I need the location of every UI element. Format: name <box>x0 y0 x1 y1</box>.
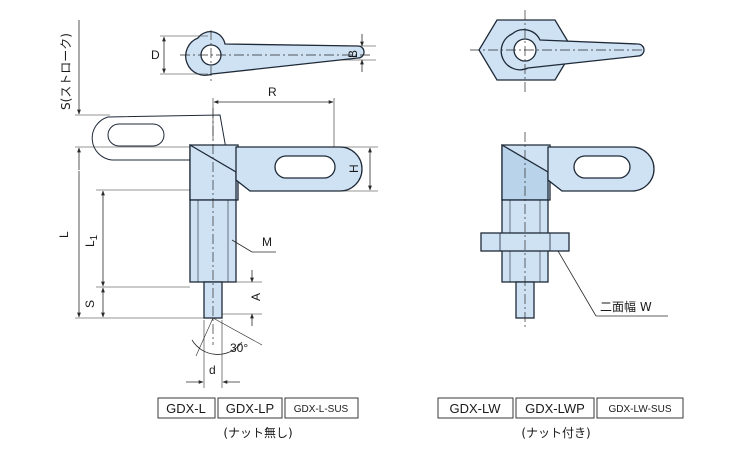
dim-B-label: B <box>346 50 360 58</box>
left-top-view: D B <box>151 30 376 82</box>
code-box-gdx-l-sus <box>284 397 359 419</box>
dim-H-label: H <box>347 164 361 173</box>
right-caption: (ナット付き) <box>521 426 590 440</box>
code-box-gdx-l <box>157 397 216 419</box>
dim-d-label: d <box>209 363 216 377</box>
dim-M-label: M <box>262 235 272 249</box>
svg-text:GDX-L-SUS: GDX-L-SUS <box>294 404 349 415</box>
svg-text:GDX-L: GDX-L <box>166 401 206 416</box>
svg-text:GDX-LWP: GDX-LWP <box>525 401 585 416</box>
dim-S-stroke-label: S(ストローク) <box>59 33 73 110</box>
svg-text:GDX-LW-SUS: GDX-LW-SUS <box>609 404 672 415</box>
dim-L1-label: L1 <box>83 234 100 247</box>
dim-D-label: D <box>151 48 160 62</box>
code-box-gdx-lw <box>437 397 514 419</box>
svg-text:GDX-LW: GDX-LW <box>449 401 501 416</box>
right-top-view <box>470 10 645 92</box>
dim-L-label: L <box>57 231 71 238</box>
code-box-gdx-lp <box>217 397 283 419</box>
dim-S-label: S <box>83 300 97 308</box>
left-code-boxes: GDX-L GDX-LP GDX-L-SUS (ナット無し) <box>157 397 359 440</box>
dim-R-label: R <box>268 85 277 99</box>
left-caption: (ナット無し) <box>223 425 292 440</box>
right-code-boxes: GDX-LW GDX-LWP GDX-LW-SUS (ナット付き) <box>437 397 684 440</box>
code-box-gdx-lw-sus <box>596 397 684 419</box>
right-side-view: 二面幅 W <box>480 132 668 330</box>
dim-A-label: A <box>249 293 263 301</box>
svg-text:GDX-LP: GDX-LP <box>226 401 274 416</box>
dim-angle-label: 30° <box>230 341 248 355</box>
width-across-flats-label: 二面幅 W <box>600 299 652 314</box>
left-side-view: S(ストローク) R H L L1 S M A <box>57 20 378 388</box>
code-box-gdx-lwp <box>515 397 595 419</box>
right-top-lever <box>500 29 645 71</box>
left-lever-slot <box>274 155 336 179</box>
left-top-lever <box>185 31 365 76</box>
